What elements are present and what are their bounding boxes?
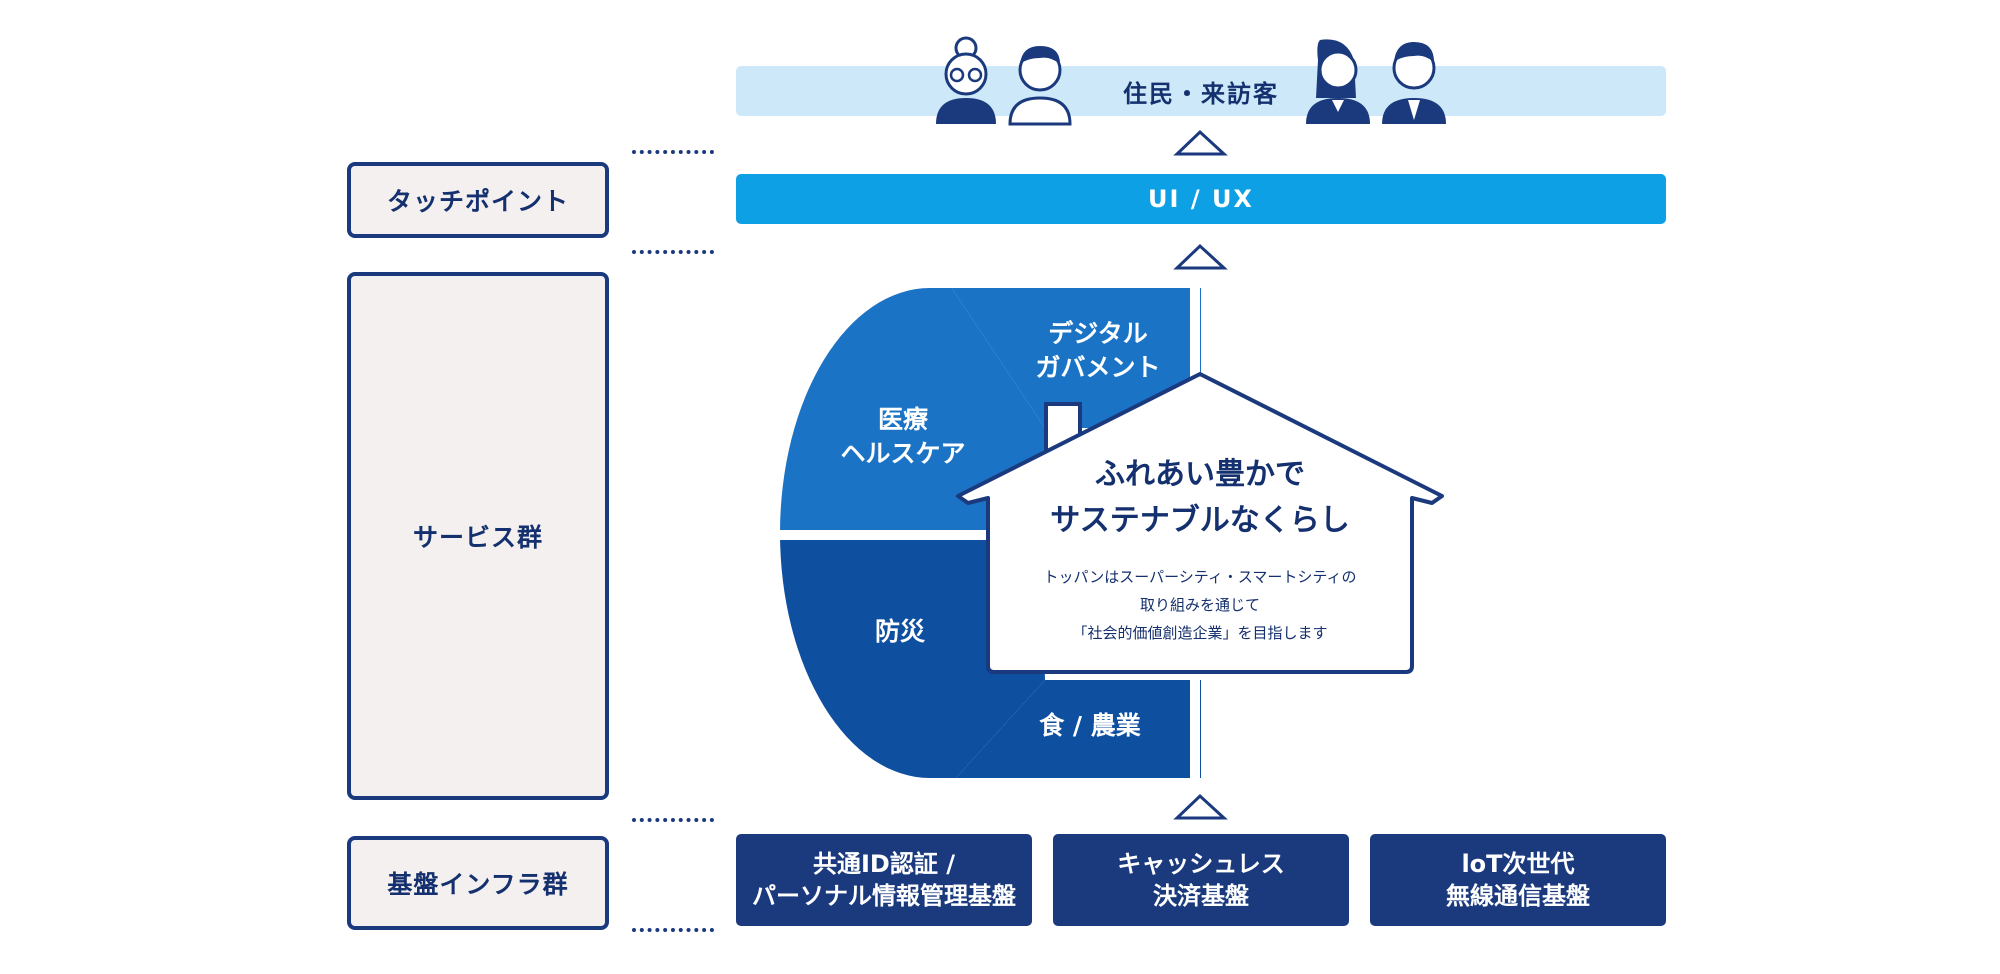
house-body-3: 「社会的価値創造企業」を目指します [1072,624,1327,642]
infra-box-iot: loT次世代 無線通信基盤 [1370,834,1666,926]
woman-suit-icon [1306,39,1370,124]
infra-box-cashless: キャッシュレス 決済基盤 [1053,834,1349,926]
segment-digital-government-label-1: デジタル [1048,319,1148,348]
infra-box-cashless-line-1: キャッシュレス [1117,849,1285,878]
infra-box-id-auth: 共通ID認証 / パーソナル情報管理基盤 [736,834,1032,926]
segment-digital-government [945,288,1190,428]
dotted-divider-2 [632,250,714,254]
segment-education-label: 教育 [1277,347,1327,376]
house-title-1: ふれあい豊かで [1095,457,1305,492]
residents-bar: 住民・来訪客 [736,66,1666,116]
segment-manufacturing [1200,680,1201,778]
house-body-1: トッパンはスーパーシティ・スマートシティの [1043,568,1356,586]
services-label: サービス群 [347,272,609,800]
infra-box-iot-line-2: 無線通信基盤 [1446,882,1590,910]
segment-tourism-label-2: 地域活性 [1450,441,1550,470]
infra-box-cashless-line-2: 決済基盤 [1153,882,1249,910]
residents-bar-text: 住民・来訪客 [1123,79,1279,108]
segment-medical-label-2: ヘルスケア [840,439,965,468]
infrastructure-label-text: 基盤インフラ群 [387,870,569,899]
house-body-2: 取り組みを通じて [1140,596,1260,614]
segment-medical-label-1: 医療 [878,405,928,434]
infra-box-id-auth-line-2: パーソナル情報管理基盤 [752,882,1016,910]
touchpoint-label-text: タッチポイント [386,187,569,216]
segment-digital-government-label-2: ガバメント [1035,353,1160,382]
infra-box-iot-line-1: loT次世代 [1461,849,1575,878]
senior-woman-icon [936,36,996,124]
segment-manufacturing-label: 製造 [1276,711,1327,740]
ui-ux-bar-text: UI / UX [1148,185,1254,213]
house-title-2: サステナブルなくらし [1050,503,1349,538]
segment-food-label: 食 / 農業 [1039,711,1141,740]
segment-food [945,680,1190,778]
segment-mobility-label: 交通MaaS [1439,613,1566,642]
touchpoint-label: タッチポイント [347,162,609,238]
up-arrow-icon [1173,129,1228,156]
dotted-divider-1 [632,150,714,154]
dotted-divider-4 [632,928,714,932]
ui-ux-bar: UI / UX [736,174,1666,224]
man-suit-icon [1382,42,1446,124]
dotted-divider-3 [632,818,714,822]
infra-box-id-auth-line-1: 共通ID認証 / [813,849,955,878]
segment-tourism-label-1: 観光 / [1466,407,1535,436]
man-casual-icon [1008,46,1072,126]
house-shape [956,372,1444,674]
up-arrow-icon [1173,793,1228,820]
infrastructure-label: 基盤インフラ群 [347,836,609,930]
segment-disaster-label: 防災 [875,617,926,646]
services-label-text: サービス群 [412,523,543,552]
up-arrow-icon [1173,243,1228,270]
